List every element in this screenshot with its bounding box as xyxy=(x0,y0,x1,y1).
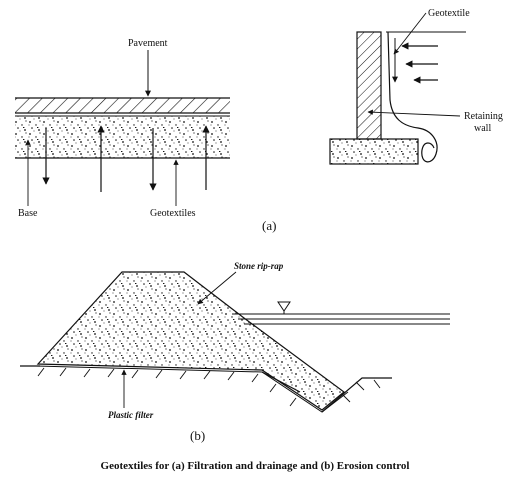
retaining-wall xyxy=(356,31,382,140)
geotextiles-label: Geotextiles xyxy=(150,208,196,219)
base-label: Base xyxy=(18,208,38,219)
panel-a-label: (a) xyxy=(262,218,276,233)
ground-line xyxy=(20,365,392,413)
stone-riprap-label: Stone rip-rap xyxy=(234,261,284,271)
wall-footing xyxy=(329,138,419,165)
retaining-wall-label-2: wall xyxy=(474,123,491,134)
pavement-layer xyxy=(15,98,230,113)
retaining-wall-diagram: Geotextile Retaining wall (a) xyxy=(262,8,503,233)
figure-caption: Geotextiles for (a) Filtration and drain… xyxy=(101,460,410,472)
geotextile-sheet xyxy=(387,31,438,163)
plastic-filter-label: Plastic filter xyxy=(108,410,154,420)
plastic-filter xyxy=(35,365,349,413)
embankment-diagram: Stone rip-rap Plastic filter (b) xyxy=(20,261,450,443)
retaining-wall-label: Retaining xyxy=(464,111,503,122)
embankment-fill xyxy=(36,271,345,411)
pavement-diagram: Pavement Base Geotextiles xyxy=(15,38,230,219)
pavement-label: Pavement xyxy=(128,38,168,49)
panel-b-label: (b) xyxy=(190,428,205,443)
base-layer xyxy=(15,116,230,158)
geotextile-label: Geotextile xyxy=(428,8,470,19)
water-level-symbol xyxy=(277,301,291,312)
